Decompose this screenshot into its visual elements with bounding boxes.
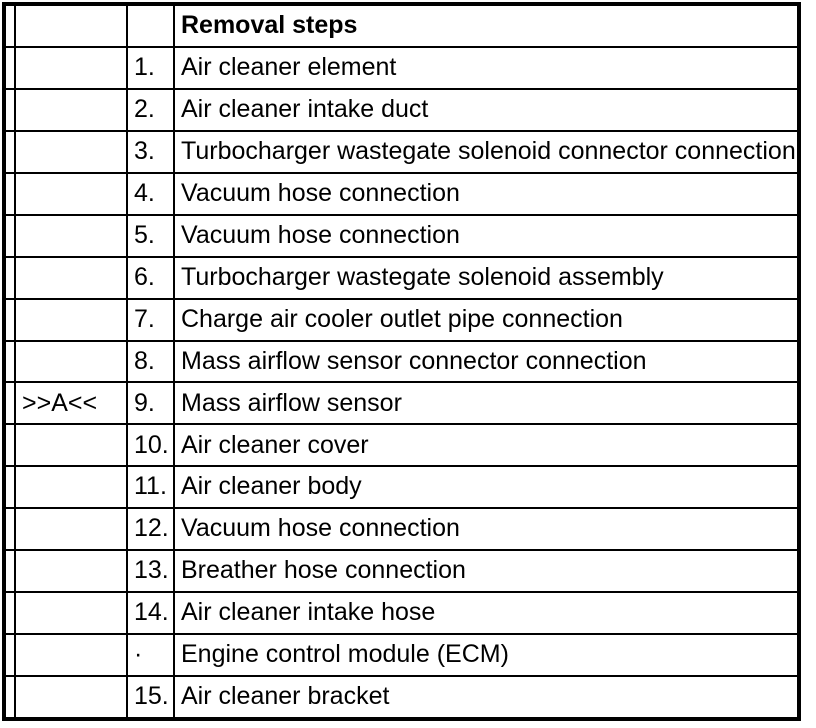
marker-cell: [14, 171, 128, 216]
step-row-bullet: · Engine control module (ECM): [3, 632, 800, 677]
spacer-cell: [3, 632, 16, 677]
step-number-cell: 8.: [126, 339, 175, 384]
step-description-cell: Vacuum hose connection: [173, 171, 800, 216]
step-row: 12. Vacuum hose connection: [3, 507, 800, 551]
marker-cell: [14, 297, 128, 342]
marker-cell: [14, 507, 128, 551]
step-number-cell: 15.: [126, 674, 175, 721]
marker-cell: [14, 674, 128, 721]
marker-cell: [14, 632, 128, 677]
step-description-cell: Air cleaner element: [173, 46, 800, 91]
step-number-cell: 10.: [126, 423, 175, 468]
spacer-cell: [3, 465, 16, 510]
step-number-cell: 2.: [126, 88, 175, 133]
spacer-cell: [3, 130, 16, 174]
step-row: 10. Air cleaner cover: [3, 423, 800, 468]
marker-cell: [14, 423, 128, 468]
spacer-cell: [3, 507, 16, 551]
step-description-cell: Vacuum hose connection: [173, 507, 800, 551]
marker-cell: [14, 465, 128, 510]
step-number-cell: [126, 2, 175, 49]
step-description-cell: Turbocharger wastegate solenoid assembly: [173, 255, 800, 300]
step-description-cell: Vacuum hose connection: [173, 213, 800, 258]
step-description-cell: Air cleaner bracket: [173, 674, 800, 721]
spacer-cell: [3, 297, 16, 342]
step-row: 1. Air cleaner element: [3, 46, 800, 91]
step-number-cell: 12.: [126, 507, 175, 551]
spacer-cell: [3, 2, 16, 49]
marker-cell: [14, 255, 128, 300]
spacer-cell: [3, 339, 16, 384]
marker-cell: [14, 548, 128, 593]
step-number-cell: 13.: [126, 548, 175, 593]
step-row: 4. Vacuum hose connection: [3, 171, 800, 216]
step-description-cell: Engine control module (ECM): [173, 632, 800, 677]
step-description-cell: Air cleaner intake hose: [173, 590, 800, 635]
step-row-marked: >>A<< 9. Mass airflow sensor: [3, 381, 800, 426]
spacer-cell: [3, 590, 16, 635]
spacer-cell: [3, 674, 16, 721]
step-description-cell: Turbocharger wastegate solenoid connecto…: [173, 130, 800, 174]
step-row: 8. Mass airflow sensor connector connect…: [3, 339, 800, 384]
step-row: 13. Breather hose connection: [3, 548, 800, 593]
step-number-cell: 14.: [126, 590, 175, 635]
step-number-cell: 7.: [126, 297, 175, 342]
step-number-cell: 9.: [126, 381, 175, 426]
step-number-cell: 6.: [126, 255, 175, 300]
step-row: 15. Air cleaner bracket: [3, 674, 800, 721]
step-description-cell: Charge air cooler outlet pipe connection: [173, 297, 800, 342]
removal-steps-header: Removal steps: [173, 2, 800, 49]
spacer-cell: [3, 46, 16, 91]
marker-cell: [14, 88, 128, 133]
step-description-cell: Air cleaner body: [173, 465, 800, 510]
step-row: 11. Air cleaner body: [3, 465, 800, 510]
marker-cell: [14, 46, 128, 91]
step-description-cell: Breather hose connection: [173, 548, 800, 593]
step-number-cell: 5.: [126, 213, 175, 258]
step-row: 7. Charge air cooler outlet pipe connect…: [3, 297, 800, 342]
spacer-cell: [3, 88, 16, 133]
step-number-cell: 1.: [126, 46, 175, 91]
marker-a-label: >>A<<: [14, 381, 128, 426]
step-description-cell: Air cleaner intake duct: [173, 88, 800, 133]
step-row: 3. Turbocharger wastegate solenoid conne…: [3, 130, 800, 174]
spacer-cell: [3, 213, 16, 258]
step-row: 6. Turbocharger wastegate solenoid assem…: [3, 255, 800, 300]
marker-cell: [14, 2, 128, 49]
spacer-cell: [3, 548, 16, 593]
marker-cell: [14, 130, 128, 174]
spacer-cell: [3, 171, 16, 216]
step-row: 14. Air cleaner intake hose: [3, 590, 800, 635]
step-description-cell: Air cleaner cover: [173, 423, 800, 468]
step-row: 2. Air cleaner intake duct: [3, 88, 800, 133]
removal-steps-table: Removal steps 1. Air cleaner element 2. …: [2, 2, 801, 721]
step-description-cell: Mass airflow sensor connector connection: [173, 339, 800, 384]
step-row: 5. Vacuum hose connection: [3, 213, 800, 258]
spacer-cell: [3, 381, 16, 426]
bullet-cell: ·: [126, 632, 175, 677]
marker-cell: [14, 339, 128, 384]
marker-cell: [14, 213, 128, 258]
spacer-cell: [3, 423, 16, 468]
step-description-cell: Mass airflow sensor: [173, 381, 800, 426]
header-row: Removal steps: [3, 2, 800, 49]
marker-cell: [14, 590, 128, 635]
spacer-cell: [3, 255, 16, 300]
step-number-cell: 3.: [126, 130, 175, 174]
step-number-cell: 11.: [126, 465, 175, 510]
step-number-cell: 4.: [126, 171, 175, 216]
